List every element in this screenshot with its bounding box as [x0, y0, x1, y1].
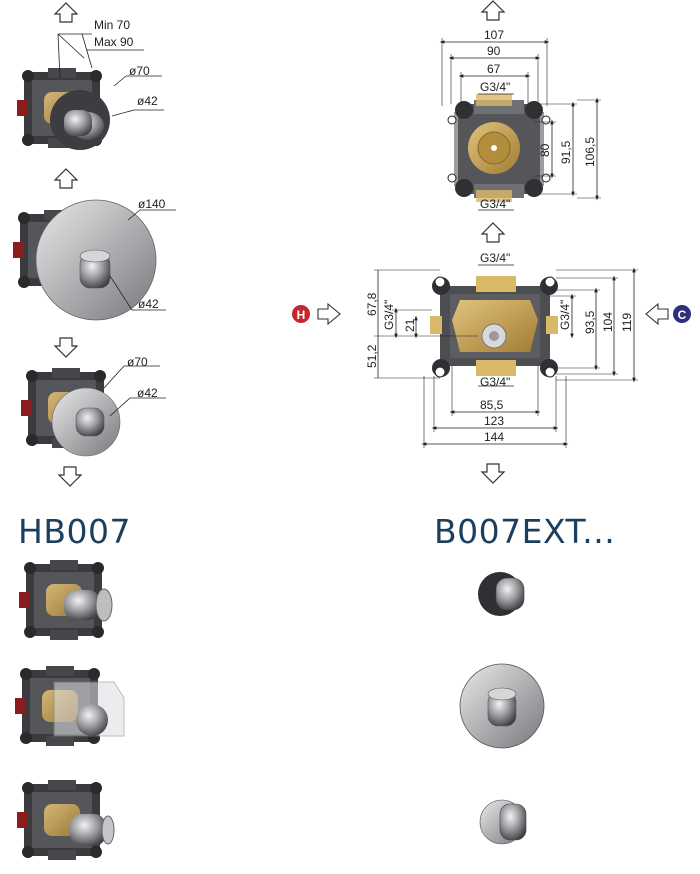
front-l2: G3/4": [382, 300, 396, 330]
down-arrow-icon: [58, 466, 82, 487]
left-install-sequence: Min 70 Max 90 ø70 ø42 ø140 ø42 ø7: [13, 2, 176, 487]
step3-box-knob: [21, 368, 121, 457]
up-arrow-icon: [481, 0, 505, 21]
hb007-title: HB007: [18, 512, 131, 551]
step1-d1-label: ø70: [129, 64, 150, 78]
top-h2: 91,5: [559, 140, 573, 164]
step1-d2-label: ø42: [137, 94, 158, 108]
step2-d2-label: ø42: [138, 297, 159, 311]
front-r2: 93,5: [583, 310, 597, 334]
top-h3: 106,5: [583, 137, 597, 167]
top-h1: 80: [538, 143, 552, 157]
front-r1: G3/4": [558, 300, 572, 330]
top-w2: 90: [487, 44, 501, 58]
cold-badge-icon: [673, 305, 691, 323]
top-port-top: G3/4": [480, 80, 510, 94]
front-port-top: G3/4": [480, 251, 510, 265]
top-w3: 67: [487, 62, 501, 76]
cold-inlet-marker: C: [645, 302, 691, 326]
step1-max-label: Max 90: [94, 35, 134, 49]
step1-min-label: Min 70: [94, 18, 130, 32]
front-b1: 85,5: [480, 398, 504, 412]
front-view-drawing: G3/4" G3/4" 67,8 51,2 G3/4" 21 G3/4" 93,…: [292, 251, 691, 484]
hot-badge-label: H: [297, 308, 306, 322]
step3-d1-label: ø70: [127, 355, 148, 369]
top-port-bottom: G3/4": [480, 197, 510, 211]
front-l1: 67,8: [365, 292, 379, 316]
front-b3: 144: [484, 430, 504, 444]
front-port-bottom: G3/4": [480, 375, 510, 389]
down-arrow-icon: [481, 463, 505, 484]
left-arrow-icon: [645, 302, 669, 326]
down-arrow-icon: [54, 337, 78, 358]
front-l4: 51,2: [365, 344, 379, 368]
front-b2: 123: [484, 414, 504, 428]
top-w1: 107: [484, 28, 504, 42]
hot-badge-icon: [292, 305, 310, 323]
hot-inlet-marker: H: [292, 302, 341, 326]
up-arrow-icon: [481, 222, 505, 243]
front-r4: 119: [620, 313, 634, 332]
b007ext-title: B007EXT...: [434, 512, 616, 551]
cold-badge-label: C: [678, 308, 687, 322]
up-arrow-icon: [54, 2, 78, 23]
hb007-product-images: [15, 560, 125, 860]
front-l3: 21: [403, 318, 417, 332]
step2-d1-label: ø140: [138, 197, 166, 211]
step3-d2-label: ø42: [137, 386, 158, 400]
b007ext-product-images: [459, 572, 545, 845]
step1-box-knob: [17, 68, 110, 150]
right-arrow-icon: [317, 302, 341, 326]
step2-box-plate: [13, 199, 157, 321]
up-arrow-icon: [54, 168, 78, 189]
top-view-drawing: 107 90 67 G3/4" G3/4" 80 91,5 106,5: [439, 0, 601, 243]
front-r3: 104: [601, 312, 615, 332]
